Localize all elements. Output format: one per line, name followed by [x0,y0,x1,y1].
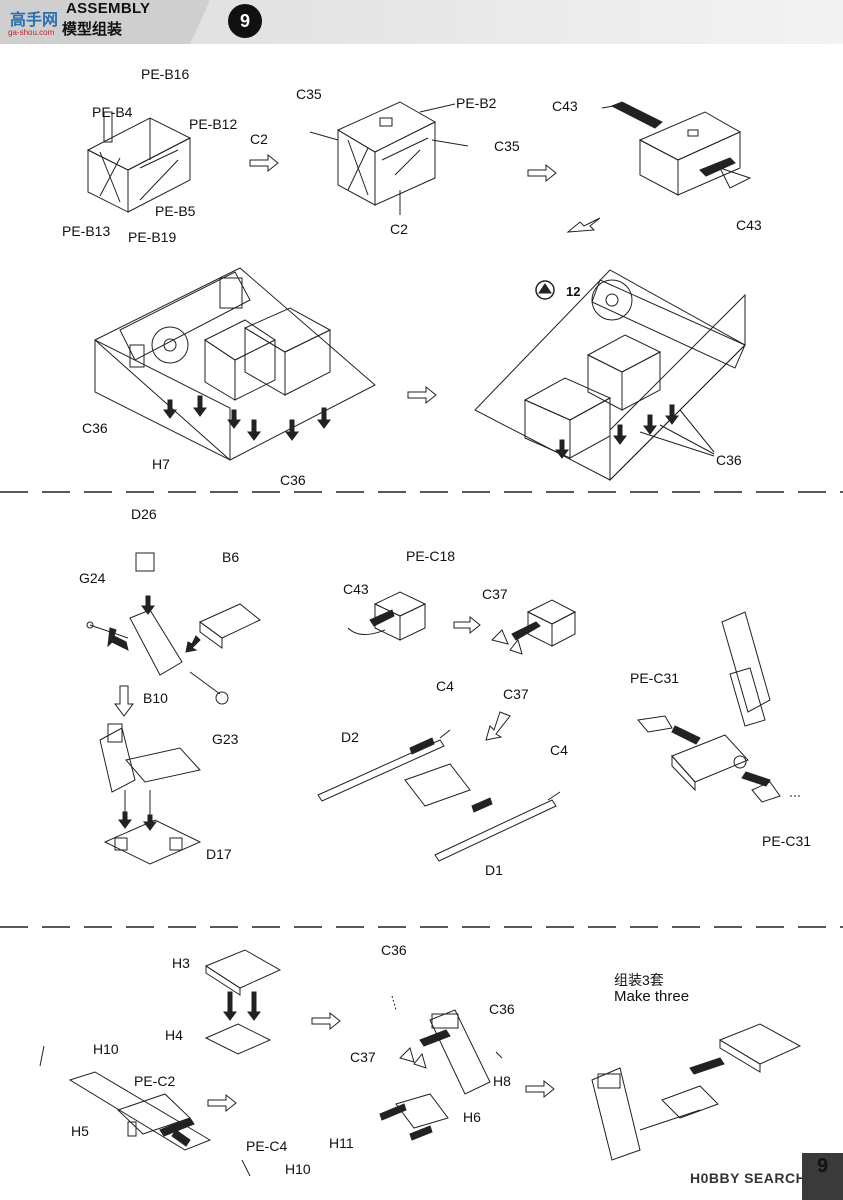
label-c43: C43 [343,581,369,597]
step-reference-number: 12 [566,284,581,299]
label-pe-b5: PE-B5 [155,203,196,219]
header-bar [0,0,843,44]
pe-frame-part [86,111,192,213]
seat-on-base [99,723,202,865]
bracket-with-c37 [491,599,577,655]
logo-text: 高手网 [10,12,59,29]
label-c43-bottom: C43 [736,217,762,233]
label-g24: G24 [79,570,106,586]
label-h4: H4 [165,1027,183,1043]
make-three-note-english: Make three [614,988,690,1005]
label-pe-b19: PE-B19 [128,229,177,245]
label-c36-right: C36 [716,452,742,468]
label-c36-top: C36 [381,942,407,958]
label-d1: D1 [485,862,503,878]
label-h8: H8 [493,1073,511,1089]
site-logo: 高手网 ga-shou.com [4,2,62,42]
label-h3: H3 [172,955,190,971]
label-pe-b13: PE-B13 [62,223,111,239]
label-d17: D17 [206,846,232,862]
bracket-with-c43 [347,591,427,641]
label-pe-c2: PE-C2 [134,1073,176,1089]
label-c2-bottom: C2 [390,221,408,237]
label-pe-b16: PE-B16 [141,66,190,82]
label-c36-right: C36 [489,1001,515,1017]
label-c35-top: C35 [296,86,322,102]
label-h7: H7 [152,456,170,472]
label-c36-left: C36 [82,420,108,436]
cab-interior-after [474,269,746,482]
seat-assembly [86,552,261,705]
logo-subtext: ga-shou.com [8,28,55,37]
label-b6: B6 [222,549,240,565]
process-arrow-7 [485,711,511,741]
label-c37-bottom: C37 [503,686,529,702]
page-number: 9 [802,1153,843,1200]
label-h5: H5 [71,1123,89,1139]
header-background [0,0,843,44]
page-title-english: ASSEMBLY [66,0,151,17]
label-pe-b4: PE-B4 [92,104,133,120]
completed-seat [591,1023,802,1161]
label-h10-bottom: H10 [285,1161,311,1177]
label-h11: H11 [329,1135,354,1151]
label-h10-top: H10 [93,1041,119,1057]
seatback-h8 [379,995,503,1141]
steering-step-ref-icon [535,280,555,300]
label-c4-top: C4 [436,678,454,694]
process-arrow-9 [207,1093,237,1113]
label-d2: D2 [341,729,359,745]
watermark-brand: H0BBY SEARCH [690,1170,807,1186]
label-c35-right: C35 [494,138,520,154]
label-b10: B10 [143,690,168,706]
make-three-note-chinese: 组装3套 [614,972,664,988]
process-arrow-1 [249,153,279,173]
cab-interior-before [94,267,376,461]
process-arrow-10 [525,1079,555,1099]
label-c4-right: C4 [550,742,568,758]
process-arrow-4 [407,385,437,405]
label-c37: C37 [350,1049,376,1065]
label-pe-b12: PE-B12 [189,116,238,132]
label-d26: D26 [131,506,157,522]
process-arrow-8 [311,1011,341,1031]
process-arrow-5 [114,685,134,717]
frame-with-c2-c35 [309,101,469,215]
label-c36-bottom: C36 [280,472,306,488]
process-arrow-6 [453,615,481,635]
seat-base-frame [39,1045,251,1177]
process-arrow-2 [527,163,557,183]
label-pe-c31-top: PE-C31 [630,670,680,686]
label-pe-c18: PE-C18 [406,548,456,564]
label-c37-top: C37 [482,586,508,602]
cushion-h3-h4 [204,949,282,1055]
label-pe-c4: PE-C4 [246,1138,288,1154]
seat-with-pe-c31 [637,611,800,803]
page-title-chinese: 模型组装 [62,21,123,38]
process-arrow-3 [566,217,601,233]
label-c2-left: C2 [250,131,268,147]
seat-rails [317,729,561,862]
label-h6: H6 [463,1109,481,1125]
label-g23: G23 [212,731,239,747]
step-number-badge: 9 [228,4,262,38]
label-pe-c31-bottom: PE-C31 [762,833,812,849]
label-c43-top: C43 [552,98,578,114]
frame-with-c43 [601,101,752,196]
label-pe-b2: PE-B2 [456,95,497,111]
